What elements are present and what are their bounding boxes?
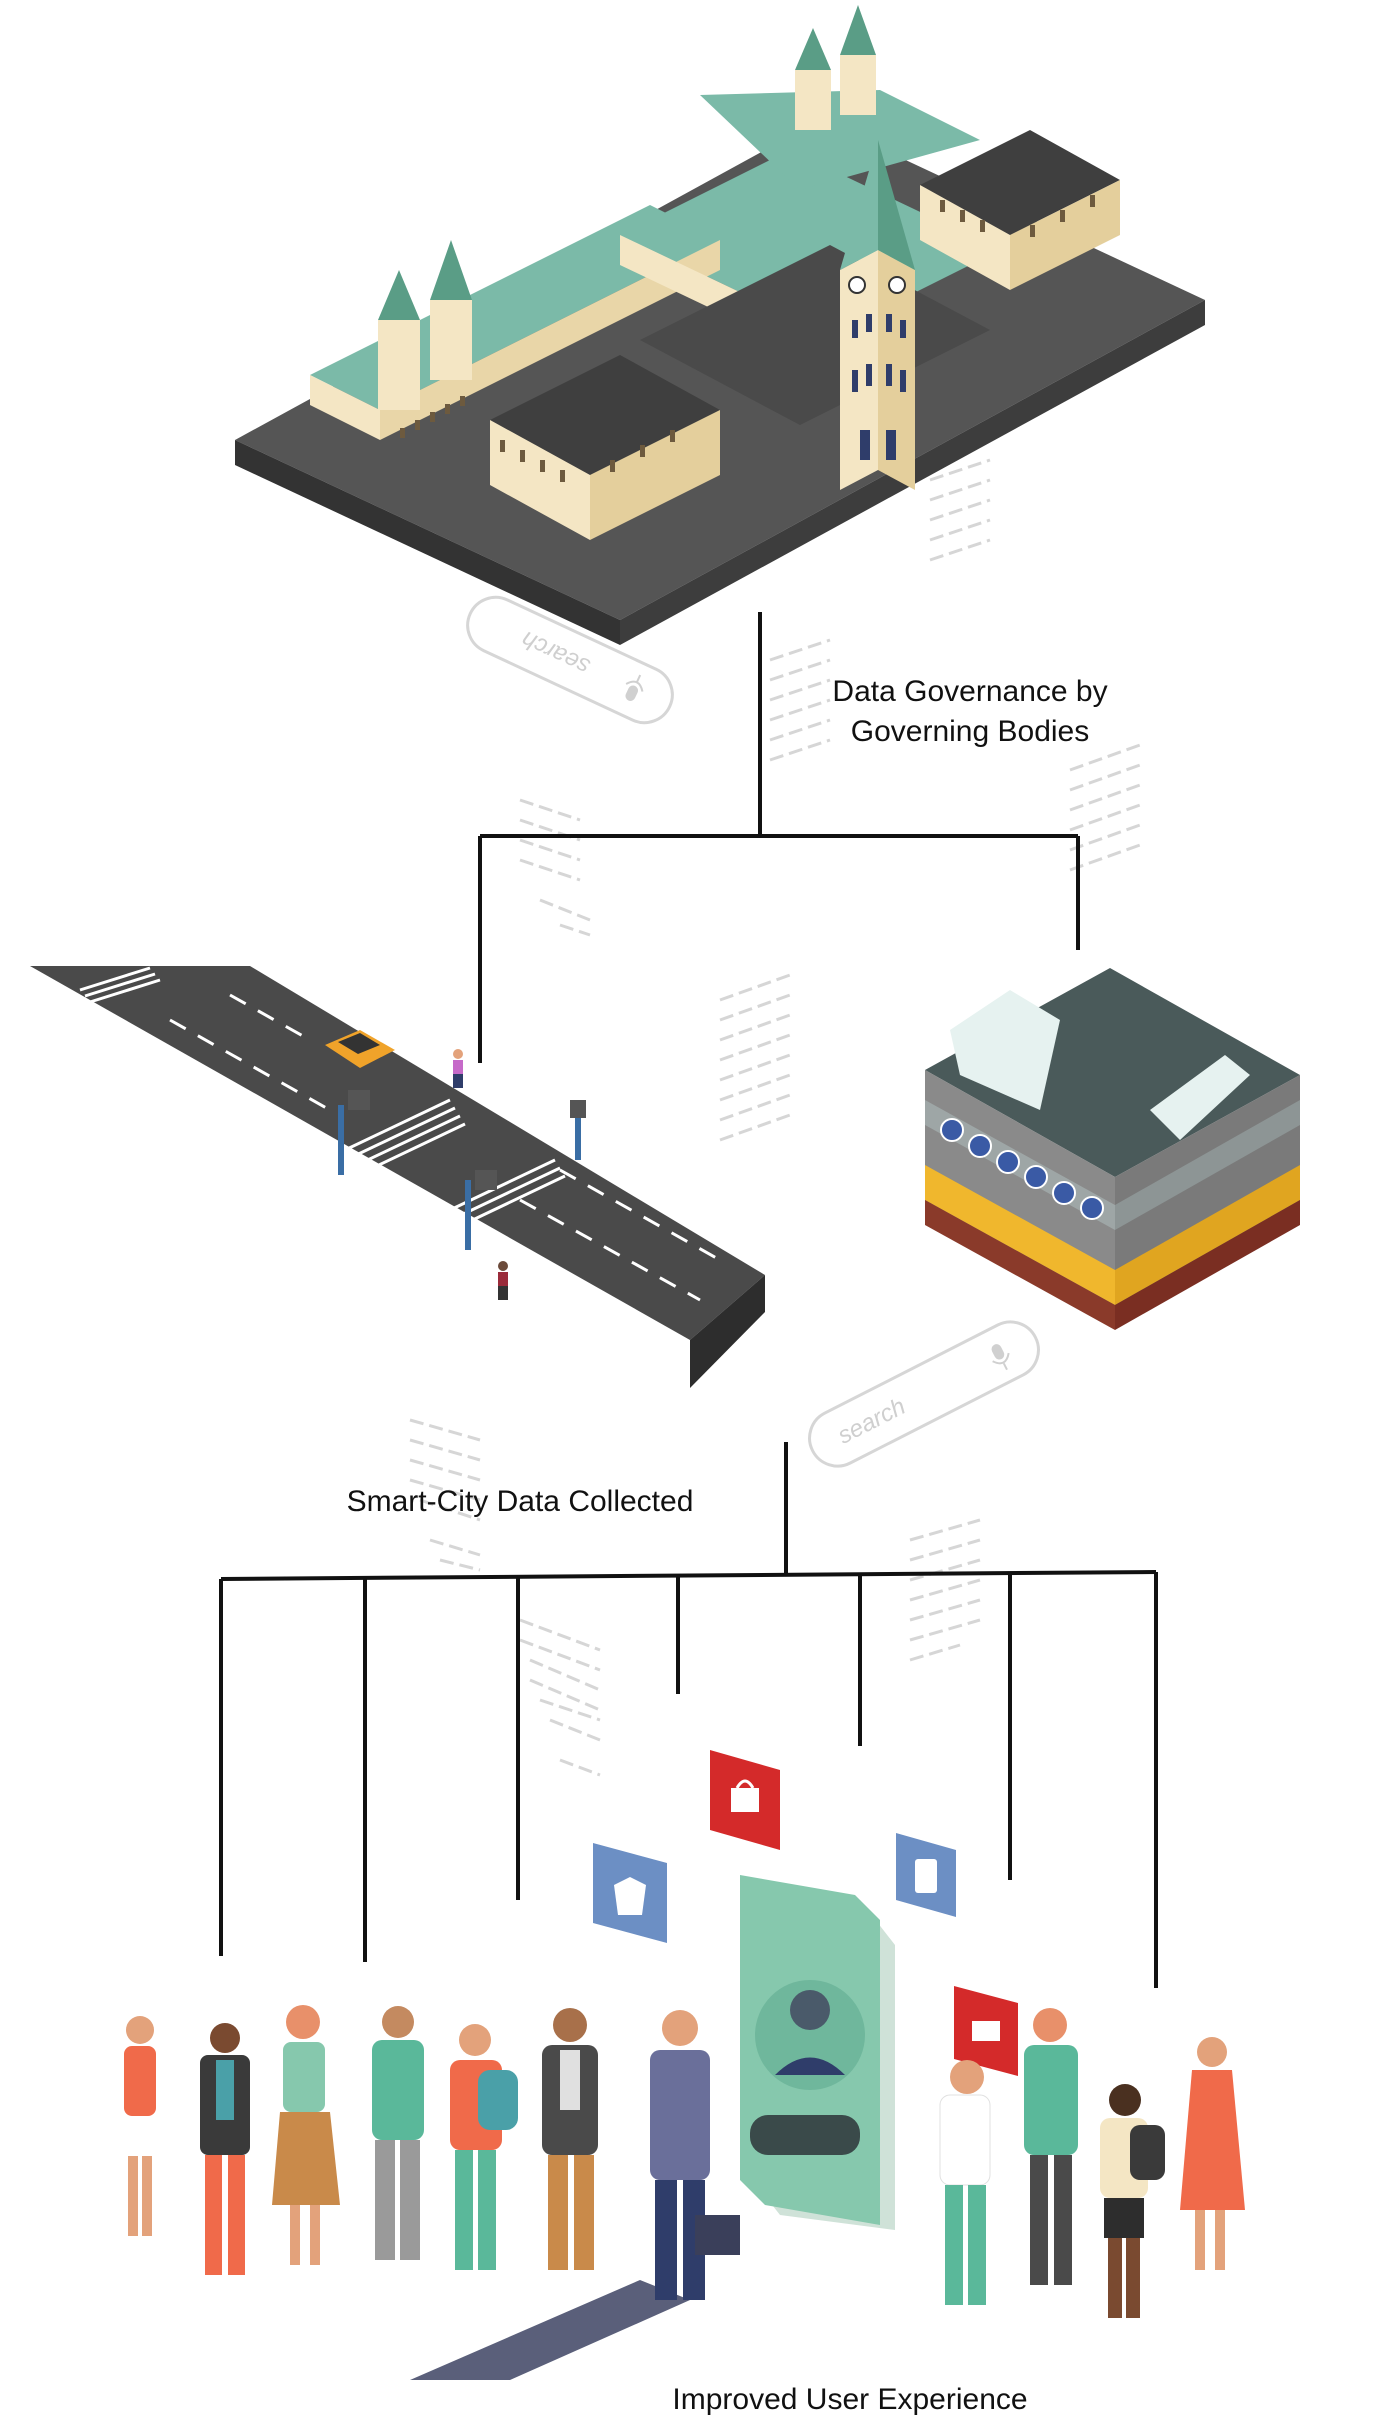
shirt-icon bbox=[593, 1843, 667, 1943]
bag-icon bbox=[710, 1750, 780, 1850]
street-illustration bbox=[30, 966, 765, 1388]
person bbox=[1100, 2084, 1165, 2318]
caption-data-governance: Data Governance by Governing Bodies bbox=[780, 672, 1160, 752]
microphone-icon bbox=[991, 1344, 1010, 1371]
parliament-building-illustration bbox=[235, 5, 1205, 645]
caption-smart-city-data-collected: Smart-City Data Collected bbox=[346, 1485, 694, 1518]
person bbox=[450, 2024, 518, 2270]
traffic-lights bbox=[338, 1090, 586, 1250]
underground-cross-section bbox=[925, 968, 1300, 1330]
person bbox=[372, 2006, 424, 2260]
ghost-decorations bbox=[409, 438, 1141, 1777]
wallet-icon bbox=[954, 1986, 1018, 2076]
person bbox=[124, 2016, 156, 2236]
crowd-of-people bbox=[124, 2005, 1245, 2380]
west-towers bbox=[378, 5, 876, 410]
person bbox=[1180, 2037, 1245, 2270]
caption-governance-line1: Data Governance by bbox=[832, 675, 1108, 708]
taxi-car bbox=[325, 1030, 395, 1068]
tablet-icon bbox=[896, 1833, 956, 1917]
connector-lines bbox=[219, 612, 1158, 1988]
person bbox=[939, 2060, 991, 2305]
caption-governance-line2: Governing Bodies bbox=[850, 715, 1090, 748]
person bbox=[1024, 2008, 1078, 2285]
microphone-icon bbox=[625, 674, 644, 701]
clock-tower bbox=[840, 140, 915, 490]
phone-device bbox=[740, 1875, 895, 2230]
caption-improved-user-experience: Improved User Experience bbox=[672, 2383, 1028, 2416]
person bbox=[200, 2023, 250, 2275]
person bbox=[272, 2005, 340, 2265]
person bbox=[542, 2008, 598, 2270]
ghost-search-bar-mid: search bbox=[808, 1320, 1040, 1468]
pedestrians-street bbox=[453, 1049, 508, 1300]
person-businessman bbox=[650, 2010, 740, 2300]
